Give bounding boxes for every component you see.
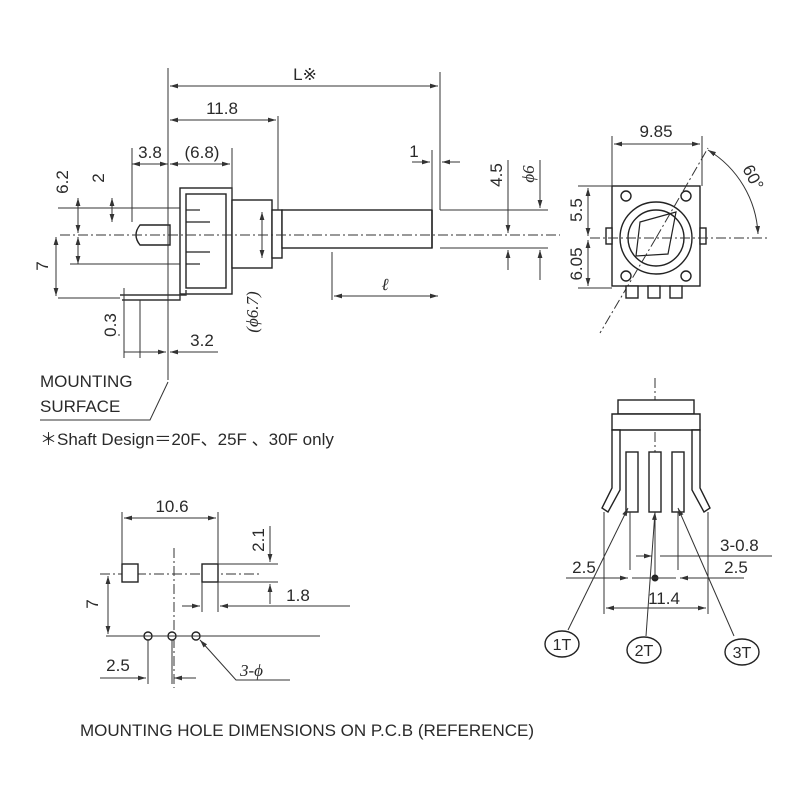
- terminal-2-label: 2T: [635, 643, 654, 660]
- dim-4-5: 4.5: [487, 163, 506, 187]
- dim-3-8: 3.8: [138, 143, 162, 162]
- shaft-design-note: ＊Shaft Design＝20F、25F 、30F only: [40, 430, 334, 449]
- terminal-1-badge: [544, 630, 580, 658]
- dim-2-5-left: 2.5: [572, 558, 596, 577]
- dim-6-2: 6.2: [53, 170, 72, 194]
- dim-1: 1: [409, 142, 418, 161]
- dim-phi6: ϕ6: [519, 165, 538, 183]
- terminal-1-label: 1T: [553, 637, 572, 654]
- dim-6-05: 6.05: [567, 247, 586, 280]
- dim-3-0-8: 3-0.8: [720, 536, 759, 555]
- dim-3-phi: 3-ϕ: [239, 661, 263, 680]
- terminal-2-badge: [626, 636, 662, 664]
- terminal-3-label: 3T: [733, 645, 752, 662]
- dim-2-1: 2.1: [249, 528, 268, 552]
- bracket-left: [601, 429, 621, 514]
- mounting-surface-label-2: SURFACE: [40, 397, 120, 416]
- bracket-right: [691, 429, 711, 514]
- dim-5-5: 5.5: [567, 198, 586, 222]
- pcb-caption: MOUNTING HOLE DIMENSIONS ON P.C.B (REFER…: [80, 721, 534, 740]
- dim-7-pcb: 7: [83, 599, 102, 608]
- dim-L: L※: [293, 65, 317, 84]
- dim-ell: ℓ: [381, 275, 388, 294]
- dim-11-8: 11.8: [206, 99, 238, 118]
- dim-2-5-pcb: 2.5: [106, 656, 130, 675]
- mount-hole-left: [121, 563, 139, 583]
- terminal-1: [625, 451, 639, 513]
- dim-1-8: 1.8: [286, 586, 310, 605]
- dim-3-2: 3.2: [190, 331, 214, 350]
- dim-11-4: 11.4: [648, 589, 680, 608]
- terminal-3-badge: [724, 638, 760, 666]
- dim-2-5-right: 2.5: [724, 558, 748, 577]
- mounting-surface-label-1: MOUNTING: [40, 372, 133, 391]
- dim-phi6-7: (ϕ6.7): [243, 291, 262, 333]
- terminal-top-plate: [617, 399, 695, 415]
- dim-2: 2: [89, 173, 108, 182]
- dim-10-6: 10.6: [155, 497, 188, 516]
- dim-0-3: 0.3: [101, 313, 120, 337]
- dim-angle-60: 60°: [738, 162, 767, 194]
- front-view: 9.85 5.5 6.05 60°: [567, 122, 770, 334]
- mount-hole-right: [201, 563, 219, 583]
- dim-9-85: 9.85: [639, 122, 672, 141]
- side-view-body: [120, 187, 433, 301]
- dim-7-side: 7: [33, 261, 52, 270]
- dim-6-8: (6.8): [185, 143, 220, 162]
- pcb-view: 10.6 2.1 1.8 7 2.5 3-ϕ MOUNTING HOLE DIM…: [80, 497, 534, 740]
- terminal-2: [648, 451, 662, 513]
- terminal-3: [671, 451, 685, 513]
- shaft: [281, 209, 433, 249]
- terminal-view: 3-0.8 2.5 2.5 11.4 1T 2T 3T: [544, 378, 772, 666]
- side-view: L※ 11.8 3.8 (6.8) 1 6.2 2 7: [33, 65, 560, 449]
